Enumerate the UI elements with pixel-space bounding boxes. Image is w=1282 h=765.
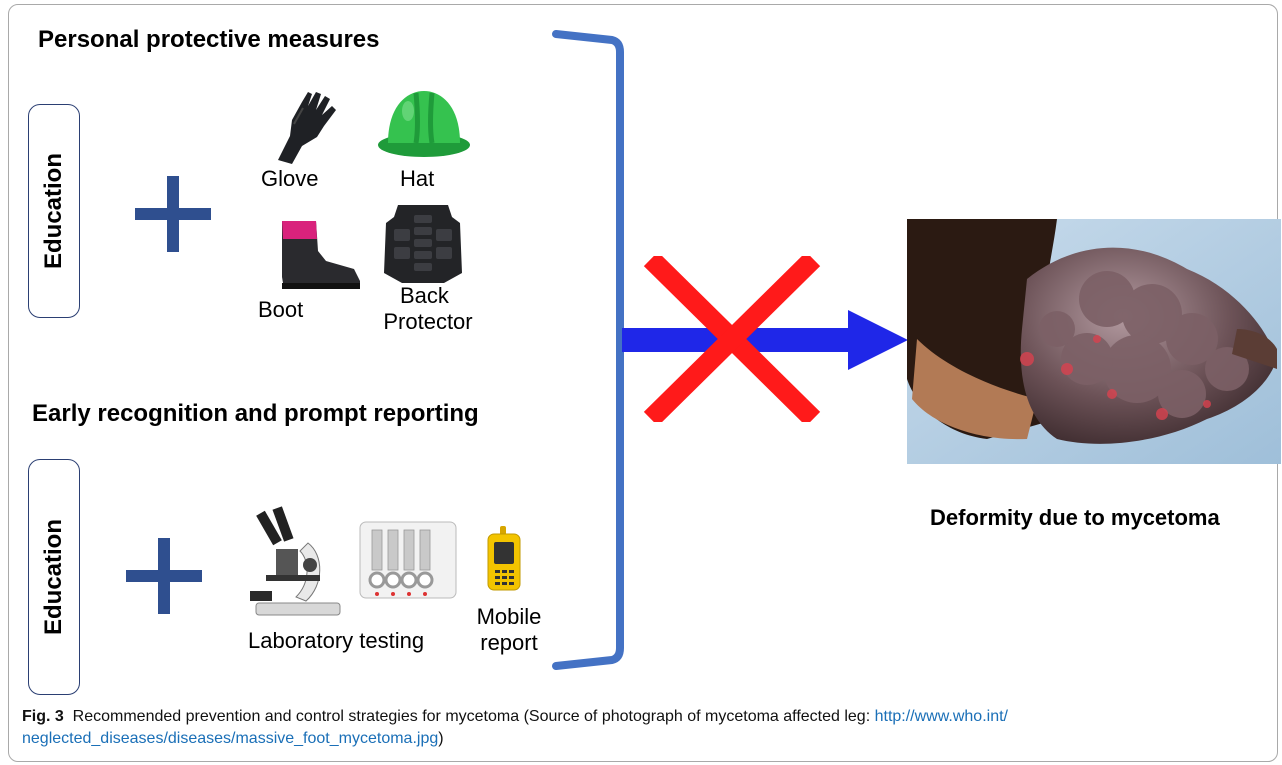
caption-text: Recommended prevention and control strat… [72,708,875,725]
education-box-personal: Education [28,104,80,318]
caption-label: Fig. 3 [22,708,64,725]
mobile-label-line1: Mobile [476,604,542,629]
back-protector-icon [378,203,468,285]
education-label-early: Education [40,518,67,636]
laboratory-testing-label: Laboratory testing [248,628,425,653]
test-kit-icon [358,520,458,602]
caption-closing: ) [438,730,444,747]
microscope-icon [246,505,346,617]
back-protector-label: Back Protector [378,283,478,335]
mobile-report-label: Mobile report [470,604,548,656]
early-recognition-title: Early recognition and prompt reporting [32,400,479,427]
caption-link-line1[interactable]: http://www.who.int/ [874,708,1008,725]
education-box-early: Education [28,459,80,695]
boot-label: Boot [258,297,304,322]
plus-icon-2 [126,538,202,614]
mycetoma-foot-photo [907,219,1281,464]
back-label-line1: Back [400,283,449,308]
glove-label: Glove [261,166,319,191]
caption-link-line2[interactable]: neglected_diseases/diseases/massive_foot… [22,730,439,747]
boot-icon [272,217,364,293]
plus-icon [135,176,211,252]
mobile-phone-icon [486,526,522,592]
figure-caption: Fig. 3 Recommended prevention and contro… [22,706,1267,750]
back-label-line2: Protector [383,309,473,334]
personal-measures-title: Personal protective measures [38,26,380,53]
hard-hat-icon [376,85,472,161]
cross-icon [640,256,824,422]
glove-icon [272,84,346,164]
right-bracket [550,30,630,670]
mobile-label-line2: report [480,630,538,655]
hat-label: Hat [400,166,435,191]
education-label-personal: Education [40,152,67,270]
deformity-title: Deformity due to mycetoma [930,505,1220,530]
